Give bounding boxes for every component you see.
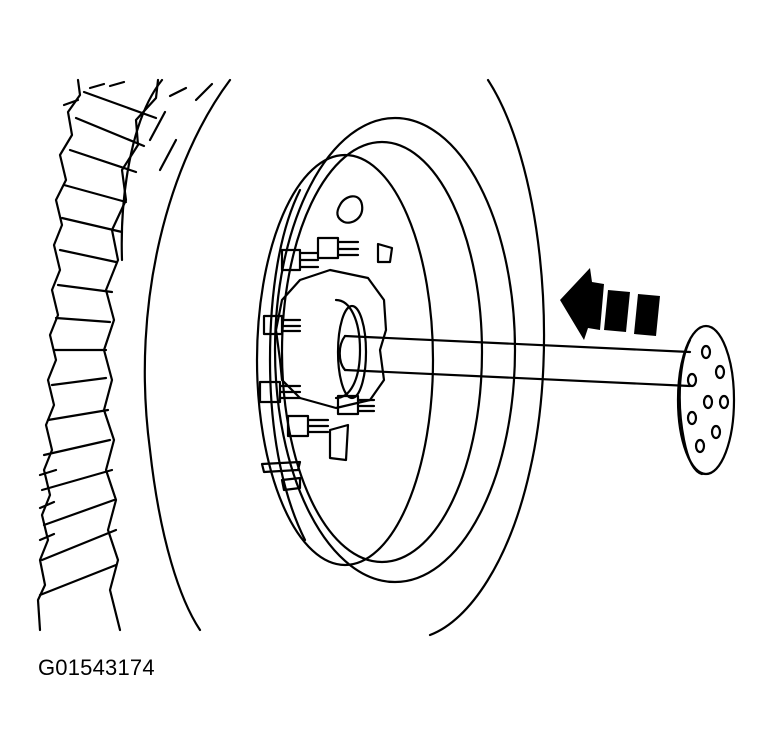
figure-id-label: G01543174 <box>38 655 155 680</box>
tire-icon <box>36 78 232 632</box>
wheel-rim-icon <box>255 78 546 637</box>
hub-assembly-icon <box>258 236 388 438</box>
axle-installation-drawing <box>36 78 736 637</box>
wheel-stud-icon <box>258 236 376 438</box>
diagram-illustration <box>36 78 736 637</box>
arrow-left-icon <box>560 268 660 340</box>
axle-shaft-icon <box>338 324 736 476</box>
